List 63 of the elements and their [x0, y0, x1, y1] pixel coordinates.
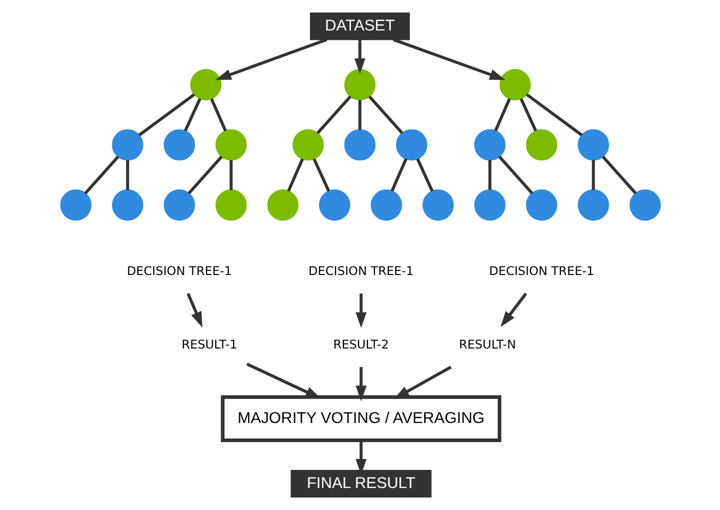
arrow	[354, 40, 365, 74]
connector	[488, 160, 491, 190]
connector	[210, 98, 226, 132]
node-circle	[163, 189, 195, 221]
connector	[368, 95, 403, 134]
arrow	[393, 366, 452, 400]
connector	[183, 98, 201, 132]
connector	[416, 158, 434, 192]
arrow	[246, 362, 321, 399]
connector	[525, 93, 582, 136]
connector	[316, 95, 352, 134]
node-circle	[214, 129, 246, 161]
node-circle	[499, 69, 530, 100]
connector	[498, 156, 533, 194]
connector	[312, 158, 330, 192]
node-circle	[577, 189, 609, 221]
arrow	[500, 292, 527, 327]
node-text: RESULT-1	[181, 337, 237, 352]
arrow	[355, 367, 366, 402]
connector	[138, 93, 195, 136]
node-circle	[577, 129, 609, 161]
connector	[519, 98, 537, 132]
node-circle	[474, 189, 506, 221]
node-circle	[396, 129, 427, 161]
arrow	[355, 294, 366, 328]
node-circle	[190, 69, 221, 100]
node-circle	[111, 189, 143, 221]
node-circle	[318, 189, 350, 221]
connector	[187, 156, 222, 194]
arrow	[392, 38, 505, 80]
arrow	[186, 293, 202, 328]
node-text: RESULT-N	[458, 337, 516, 352]
node-circle	[292, 129, 324, 161]
node-text: DECISION TREE-1	[308, 264, 414, 278]
node-circle	[525, 129, 557, 161]
node-circle	[344, 129, 376, 161]
node-box: MAJORITY VOTING / AVERAGING	[220, 395, 501, 442]
arrow	[215, 38, 326, 80]
connector	[229, 160, 232, 190]
node-circle	[629, 189, 660, 221]
connector	[601, 156, 636, 194]
node-circle	[60, 189, 91, 221]
node-circle	[474, 129, 506, 161]
node-circle	[525, 189, 557, 221]
node-circle	[422, 189, 454, 221]
connector	[591, 160, 594, 190]
connector	[358, 100, 361, 130]
connector	[390, 158, 407, 192]
node-text: DECISION TREE-1	[126, 264, 232, 278]
node-circle	[370, 189, 402, 221]
node-circle	[111, 129, 143, 161]
node-circle	[163, 129, 195, 161]
node-box: DATASET	[309, 12, 410, 40]
node-text: DECISION TREE-1	[488, 264, 594, 278]
connector	[494, 98, 510, 132]
node-box: FINAL RESULT	[290, 470, 432, 498]
connector	[286, 158, 304, 192]
node-circle	[266, 189, 298, 221]
node-circle	[344, 69, 376, 100]
connector	[84, 156, 119, 194]
node-circle	[214, 189, 246, 221]
node-text: RESULT-2	[332, 337, 388, 352]
connector	[126, 160, 129, 190]
